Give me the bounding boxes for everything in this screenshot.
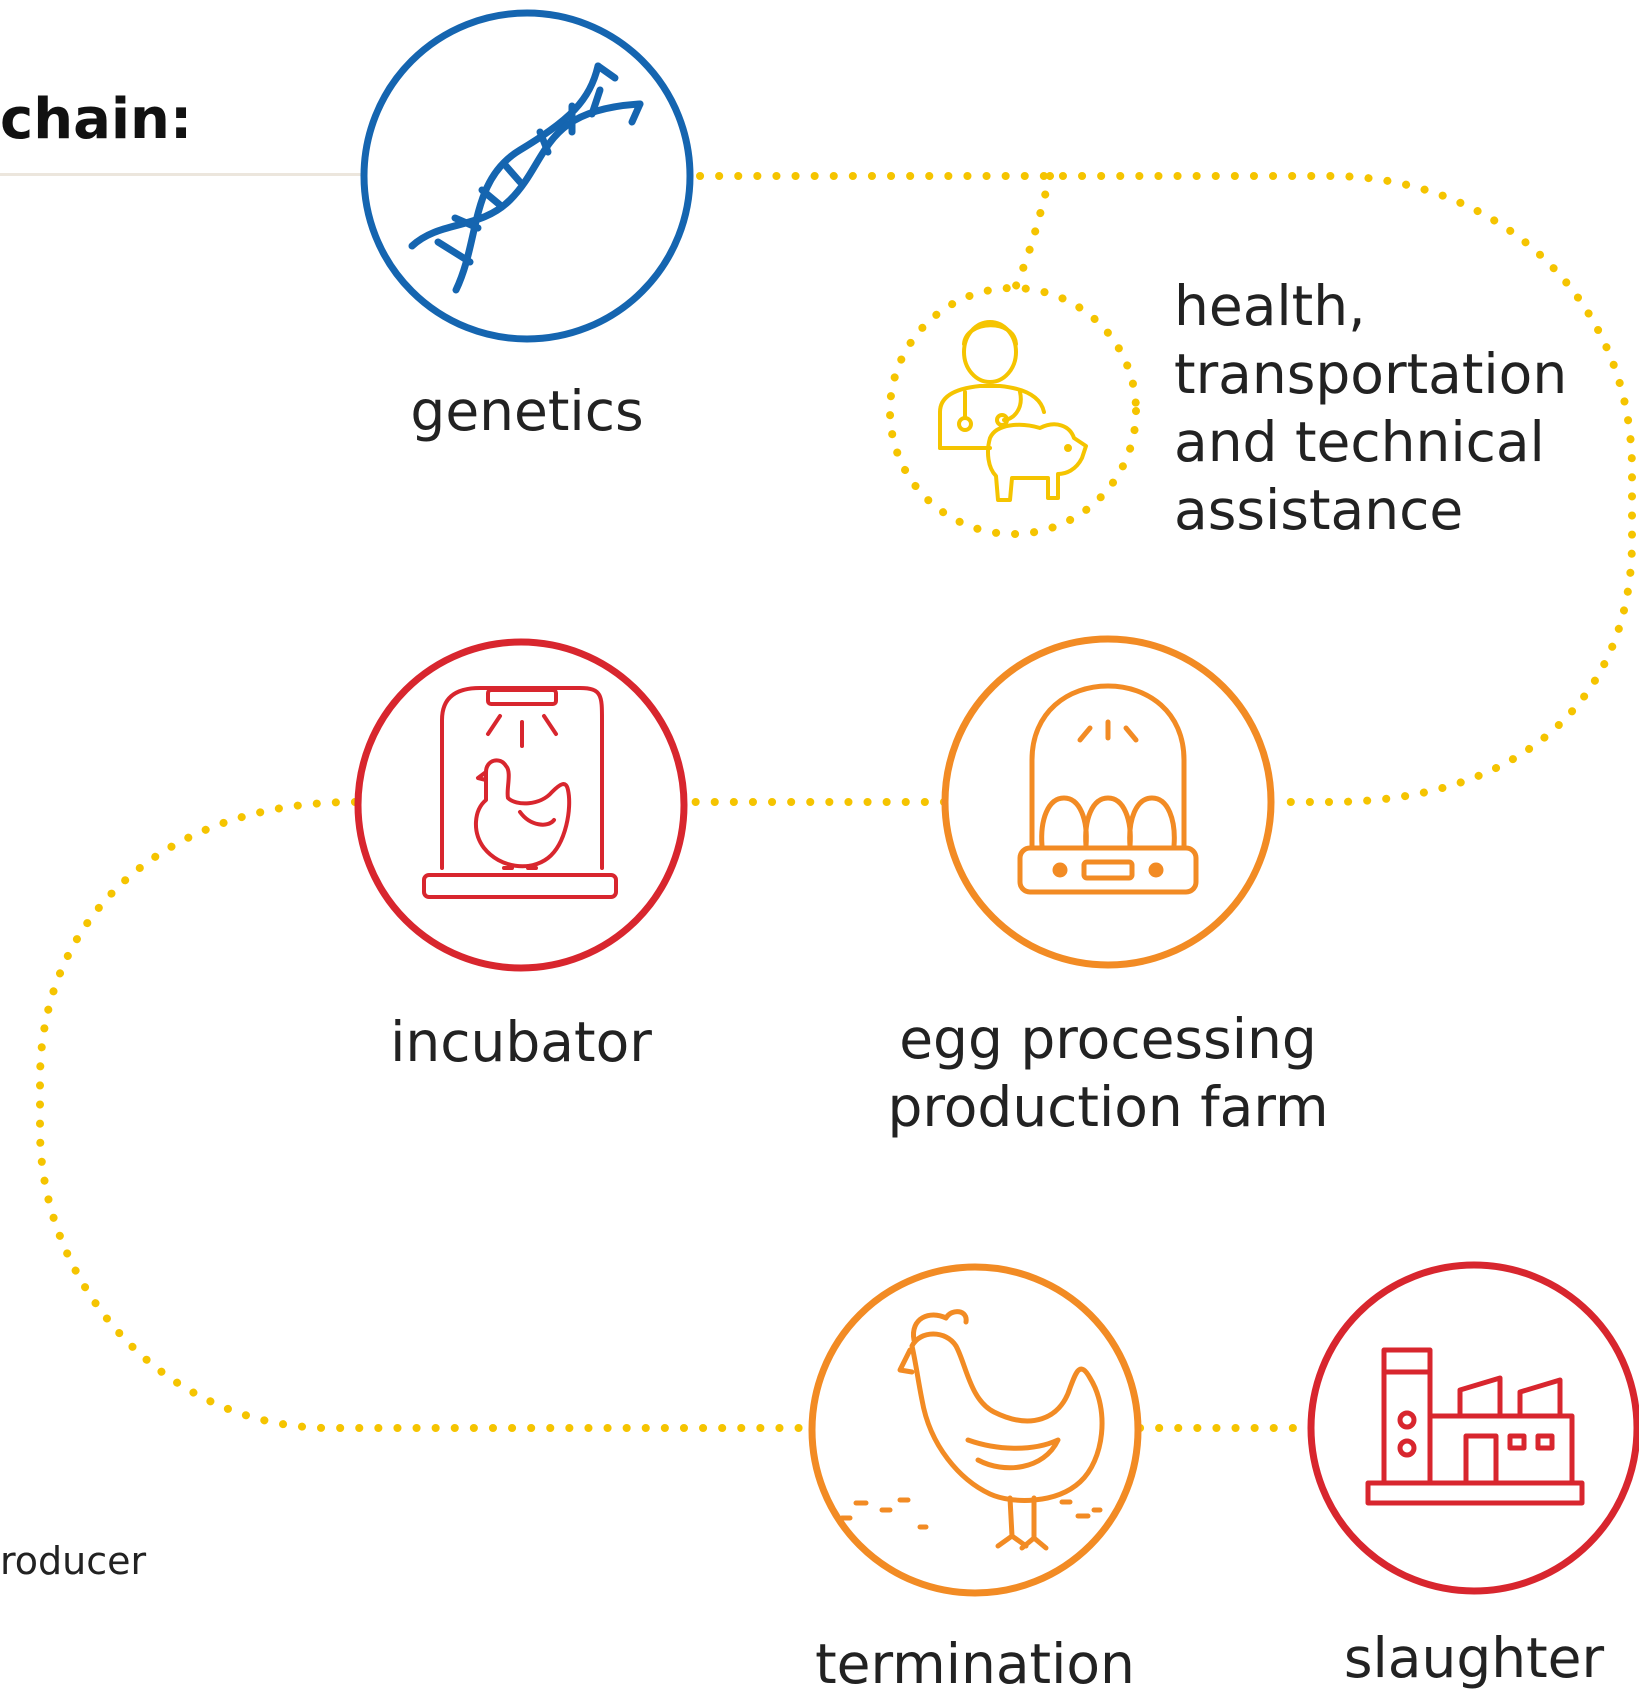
termination-ring (808, 1263, 1142, 1597)
connector-path (36, 172, 1636, 1432)
termination-label: termination (815, 1632, 1135, 1696)
footnote-text: roducer (0, 1539, 147, 1583)
slaughter-ring (1307, 1261, 1639, 1595)
path-incubator-to-termination (36, 798, 814, 1432)
assistance-label: health, transportation and technical ass… (1174, 272, 1567, 544)
path-branch-to-assistance (1011, 172, 1054, 292)
egg-incubator-icon (1017, 683, 1199, 895)
termination-node (808, 1263, 1142, 1597)
genetics-label: genetics (410, 379, 644, 443)
incubator-node (354, 638, 688, 972)
veterinarian-pig-icon (938, 320, 1088, 502)
chicken-incubator-icon (422, 686, 618, 899)
diagram-title: chain: (0, 87, 193, 152)
egg-farm-label-line-1: egg processing (899, 1007, 1317, 1071)
assistance-dotted-ring (886, 284, 1140, 538)
slaughter-label: slaughter (1343, 1626, 1605, 1690)
egg-farm-label-line-2: production farm (887, 1075, 1329, 1139)
title-underline (0, 173, 365, 176)
dna-icon (408, 62, 644, 294)
assistance-label-line-1: health, (1174, 274, 1366, 338)
assistance-label-line-4: assistance (1174, 478, 1464, 542)
hen-icon (839, 1309, 1105, 1551)
slaughter-node (1307, 1261, 1639, 1595)
factory-icon (1365, 1347, 1585, 1506)
assistance-label-line-2: transportation (1174, 342, 1568, 406)
assistance-label-line-3: and technical (1174, 410, 1545, 474)
egg-farm-label: egg processing production farm (858, 1005, 1358, 1141)
path-genetics-to-loop (696, 172, 1636, 806)
assistance-node (938, 320, 1088, 502)
incubator-label: incubator (390, 1010, 652, 1074)
genetics-node (360, 9, 694, 343)
egg-farm-ring (941, 635, 1275, 969)
egg-farm-node (941, 635, 1275, 969)
